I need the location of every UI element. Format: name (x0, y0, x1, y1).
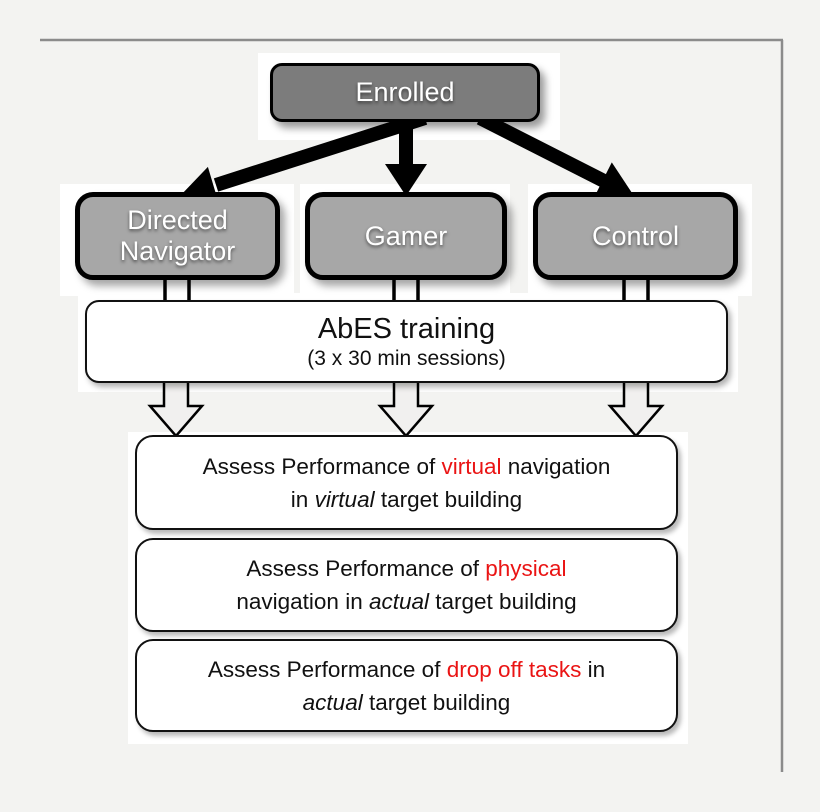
group-label-gamer: Gamer (364, 220, 448, 251)
training-title: AbES training (317, 313, 496, 345)
assessment-box-virtual-navigation: Assess Performance of virtual navigation… (135, 435, 678, 530)
group-box-directed-navigator: Directed Navigator (75, 192, 280, 280)
block-arrow-middle (377, 376, 435, 438)
training-subtitle: (3 x 30 min sessions) (307, 347, 506, 370)
group-label-control: Control (591, 220, 680, 251)
arrow-enrolled-to-control (476, 111, 634, 198)
enrolled-box: Enrolled (270, 63, 540, 122)
group-label-directed-navigator: Directed Navigator (119, 205, 236, 266)
arrow-enrolled-to-gamer (385, 118, 427, 196)
block-arrow-left (147, 376, 205, 438)
group-box-gamer: Gamer (305, 192, 507, 280)
training-box: AbES training (3 x 30 min sessions) (85, 300, 728, 383)
group-box-control: Control (533, 192, 738, 280)
enrolled-label: Enrolled (355, 77, 455, 107)
block-arrow-right (607, 376, 665, 438)
